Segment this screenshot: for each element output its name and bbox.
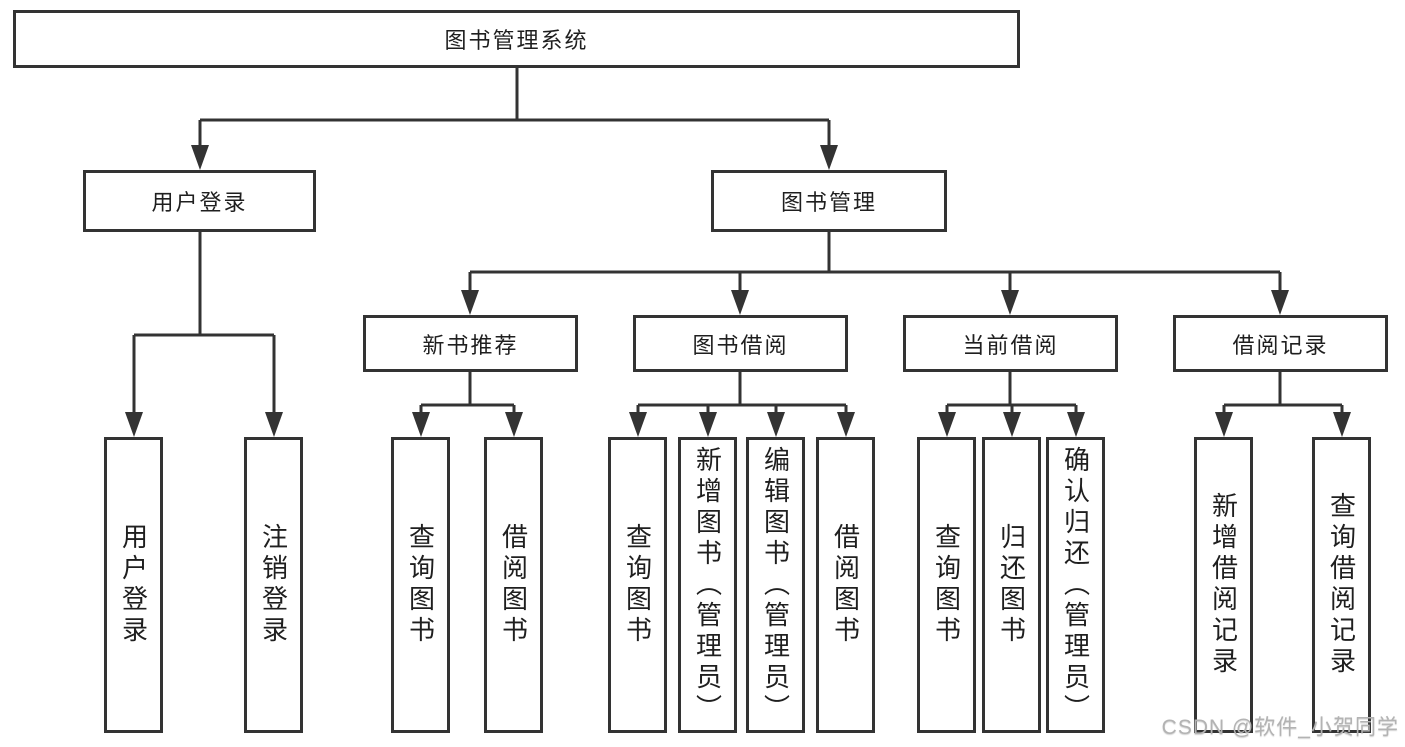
leaf-query-borrow-record: 查询借阅记录 — [1312, 437, 1371, 733]
node-borrowing-records: 借阅记录 — [1173, 315, 1388, 372]
leaf-add-book-admin-label: 新增图书（管理员） — [692, 445, 723, 725]
leaf-add-borrow-record-label: 新增借阅记录 — [1208, 492, 1239, 678]
leaf-borrow-books-label: 借阅图书 — [830, 523, 861, 647]
node-book-management: 图书管理 — [711, 170, 947, 232]
node-current-borrowing-label: 当前借阅 — [962, 332, 1059, 358]
node-new-book-recommend-label: 新书推荐 — [422, 332, 519, 358]
leaf-logout-label: 注销登录 — [258, 523, 289, 647]
leaf-query-books-current: 查询图书 — [917, 437, 976, 733]
node-root-label: 图书管理系统 — [444, 28, 589, 53]
node-new-book-recommend: 新书推荐 — [363, 315, 578, 372]
leaf-confirm-return-admin-label: 确认归还（管理员） — [1060, 445, 1091, 725]
node-current-borrowing: 当前借阅 — [903, 315, 1118, 372]
node-user-login-label: 用户登录 — [151, 190, 248, 215]
leaf-borrow-books-recommend: 借阅图书 — [484, 437, 543, 733]
node-book-borrowing: 图书借阅 — [633, 315, 848, 372]
leaf-borrow-books: 借阅图书 — [816, 437, 875, 733]
leaf-return-books: 归还图书 — [982, 437, 1041, 733]
leaf-query-books-borrow: 查询图书 — [608, 437, 667, 733]
leaf-query-books-recommend-label: 查询图书 — [405, 523, 436, 647]
leaf-borrow-books-recommend-label: 借阅图书 — [498, 523, 529, 647]
leaf-query-borrow-record-label: 查询借阅记录 — [1326, 492, 1357, 678]
leaf-query-books-recommend: 查询图书 — [391, 437, 450, 733]
leaf-query-books-current-label: 查询图书 — [931, 523, 962, 647]
leaf-return-books-label: 归还图书 — [996, 523, 1027, 647]
node-book-borrowing-label: 图书借阅 — [692, 332, 789, 358]
leaf-edit-book-admin-label: 编辑图书（管理员） — [760, 445, 791, 725]
csdn-watermark: CSDN @软件_小贺同学 — [1161, 716, 1399, 739]
node-root-system: 图书管理系统 — [13, 10, 1020, 68]
leaf-logout: 注销登录 — [244, 437, 303, 733]
leaf-user-login: 用户登录 — [104, 437, 163, 733]
leaf-confirm-return-admin: 确认归还（管理员） — [1046, 437, 1105, 733]
leaf-user-login-label: 用户登录 — [118, 523, 149, 647]
node-borrowing-records-label: 借阅记录 — [1232, 332, 1329, 358]
node-book-management-label: 图书管理 — [780, 190, 877, 215]
leaf-query-books-borrow-label: 查询图书 — [622, 523, 653, 647]
leaf-add-borrow-record: 新增借阅记录 — [1194, 437, 1253, 733]
node-user-login: 用户登录 — [83, 170, 316, 232]
leaf-edit-book-admin: 编辑图书（管理员） — [746, 437, 805, 733]
leaf-add-book-admin: 新增图书（管理员） — [678, 437, 737, 733]
